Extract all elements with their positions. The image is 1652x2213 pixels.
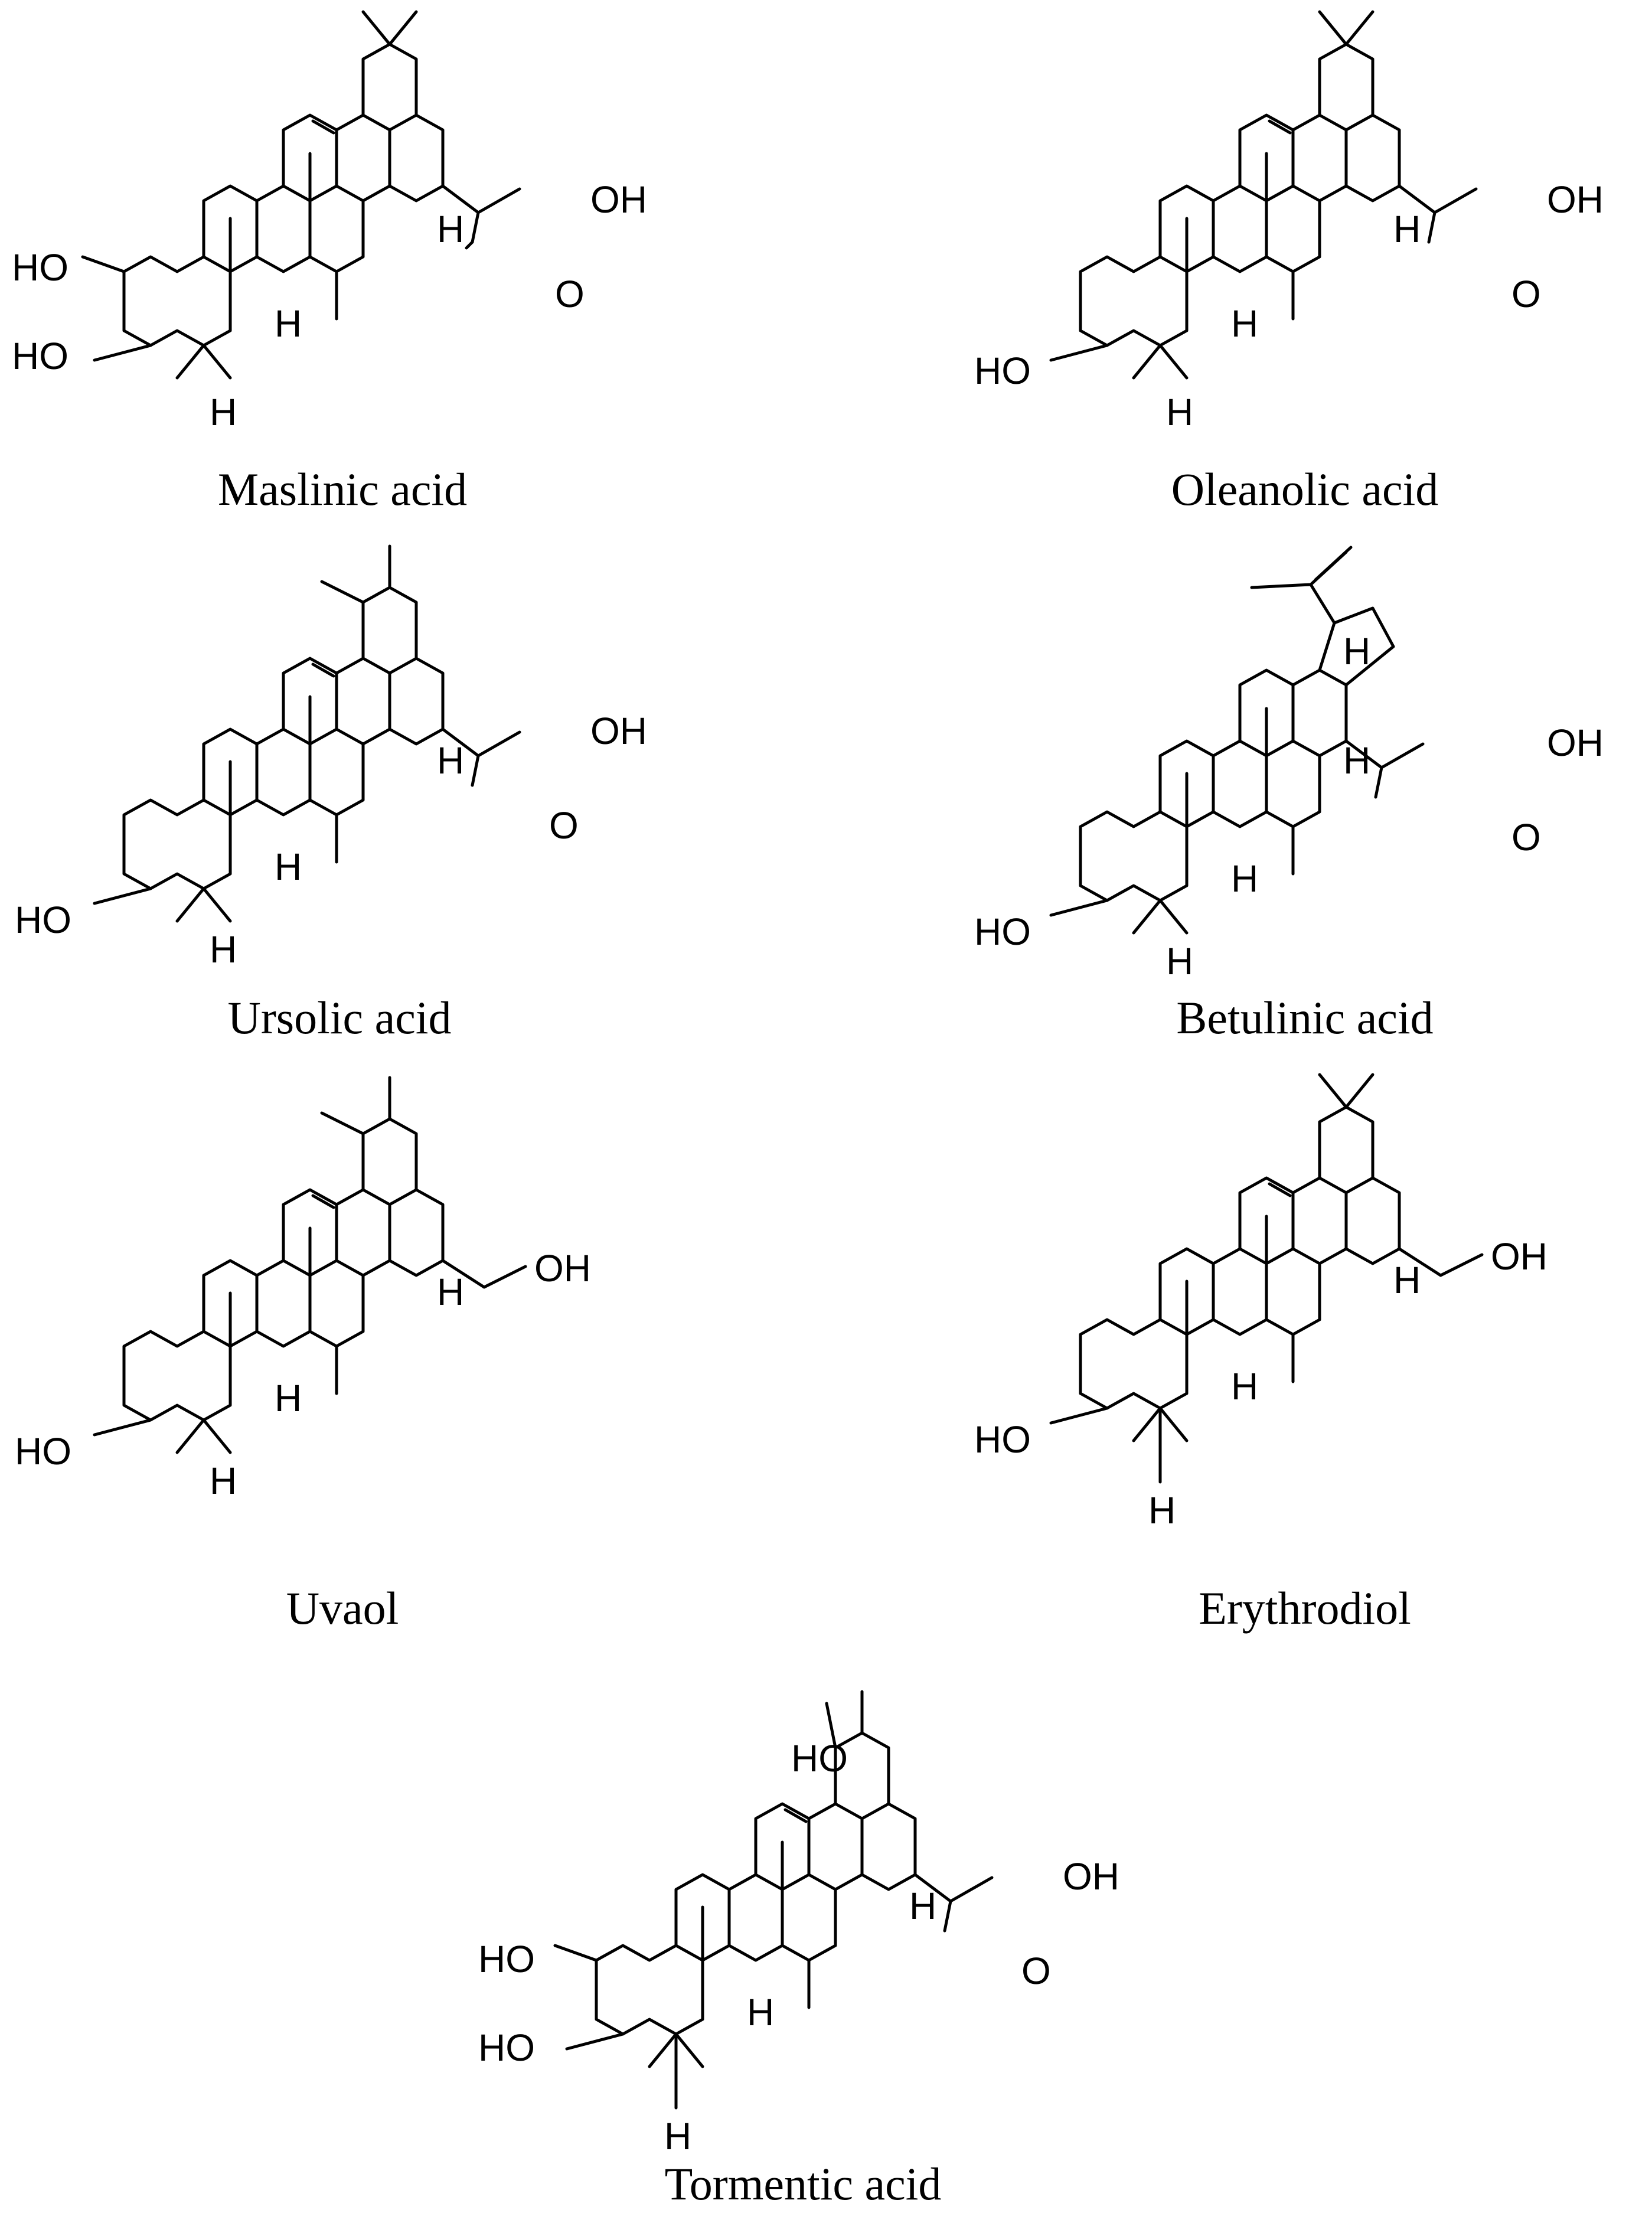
hydroxymethyl-oh-label: OH	[1491, 1235, 1547, 1278]
stereo-h-label: H	[664, 2115, 691, 2157]
carbonyl-o-label: O	[549, 804, 579, 847]
stereo-h-label: H	[437, 739, 464, 782]
stereo-h-label: H	[1166, 391, 1193, 433]
carbonyl-o-label: O	[1021, 1950, 1051, 1992]
hydroxyl-label-3: HO	[12, 335, 68, 377]
structure-tormentic-acid: HO HO HO OH O H H H Tormentic acid	[478, 1690, 1119, 2209]
stereo-h-label: H	[275, 846, 302, 888]
structure-uvaol: HO OH H H H Uvaol	[15, 1076, 591, 1634]
hydroxyl-label-2: HO	[478, 1938, 535, 1980]
stereo-h-label: H	[437, 208, 464, 250]
hydroxyl-label-3: HO	[478, 2026, 535, 2069]
stereo-h-label: H	[909, 1885, 936, 1927]
structure-ursolic-acid: HO OH O H H H Ursolic acid	[15, 544, 647, 1043]
hydroxymethyl-oh-label: OH	[534, 1247, 591, 1290]
compound-name: Oleanolic acid	[1171, 464, 1439, 515]
hydroxyl-label-3: HO	[974, 910, 1031, 953]
compound-name: Uvaol	[286, 1582, 399, 1634]
stereo-h-label: H	[1231, 1365, 1258, 1408]
carboxyl-oh-label: OH	[590, 178, 647, 221]
carbonyl-o-label: O	[1511, 273, 1541, 315]
compound-name: Betulinic acid	[1176, 992, 1433, 1043]
structure-betulinic-acid: HO OH O H H H H Betulinic acid	[974, 546, 1604, 1043]
stereo-h-label: H	[210, 391, 237, 433]
stereo-h-label: H	[1231, 857, 1258, 900]
compound-name: Ursolic acid	[227, 992, 451, 1043]
carboxyl-oh-label: OH	[1547, 722, 1604, 764]
compound-name: Erythrodiol	[1199, 1582, 1411, 1634]
hydroxyl-label-3: HO	[15, 899, 71, 941]
stereo-h-label: H	[1393, 208, 1421, 250]
carbonyl-o-label: O	[1511, 816, 1541, 859]
hydroxyl-label-2: HO	[12, 246, 68, 289]
stereo-h-label: H	[210, 1460, 237, 1502]
stereo-h-label: H	[210, 928, 237, 971]
stereo-h-label: H	[437, 1271, 464, 1313]
hydroxyl-label-3: HO	[974, 350, 1031, 392]
stereo-h-label: H	[275, 302, 302, 345]
carboxyl-oh-label: OH	[1547, 178, 1604, 221]
stereo-h-label: H	[1343, 739, 1370, 782]
stereo-h-label: H	[275, 1377, 302, 1419]
carboxyl-oh-label: OH	[1063, 1855, 1119, 1898]
carboxyl-oh-label: OH	[590, 710, 647, 752]
hydroxyl-label-3: HO	[974, 1418, 1031, 1461]
stereo-h-label: H	[1148, 1489, 1176, 1532]
carbonyl-o-label: O	[555, 273, 585, 315]
stereo-h-label: H	[1231, 302, 1258, 345]
hydroxyl-label-19: HO	[791, 1737, 848, 1780]
compound-name: Tormentic acid	[665, 2158, 942, 2209]
structure-oleanolic-acid: HO OH O H H H Oleanolic acid	[974, 10, 1604, 515]
structure-maslinic-acid: HO HO OH O H H H Maslinic acid	[12, 10, 647, 515]
stereo-h-label: H	[1393, 1259, 1421, 1301]
hydroxyl-label-3: HO	[15, 1430, 71, 1473]
stereo-h-label: H	[1166, 940, 1193, 983]
stereo-h-label: H	[1343, 630, 1370, 673]
compound-name: Maslinic acid	[218, 464, 467, 515]
stereo-h-label: H	[747, 1991, 774, 2034]
structure-erythrodiol: HO OH H H H Erythrodiol	[974, 1073, 1547, 1634]
